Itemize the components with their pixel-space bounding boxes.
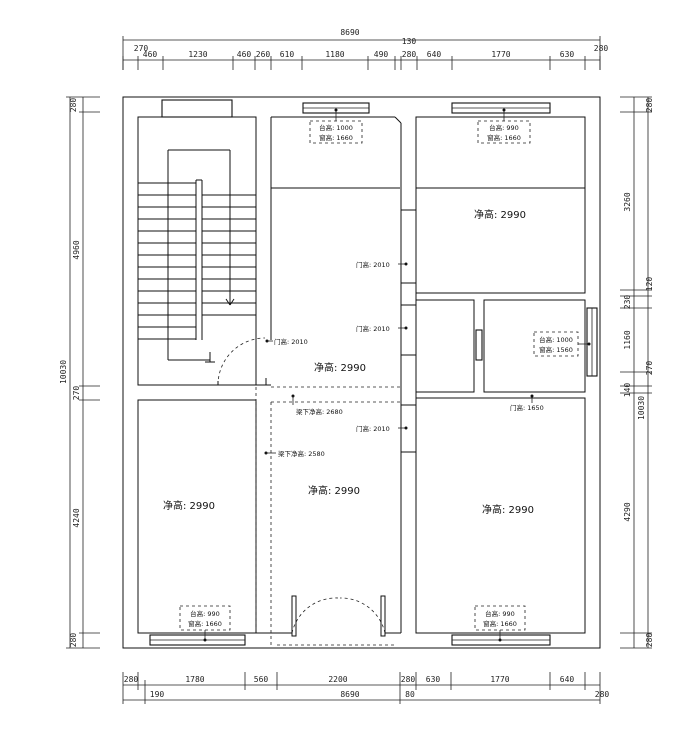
- door-labels: 门高: 2010 门高: 2010 门高: 2010 门高: 2010 门高: …: [265, 260, 544, 433]
- top-total-dim: 8690: [340, 28, 359, 37]
- right-dim: 120: [645, 277, 654, 292]
- top-dim: 610: [280, 50, 295, 59]
- beam-clearance-label: 梁下净高: 2680: [296, 407, 343, 416]
- ceiling-height-label: 净高: 2990: [314, 361, 366, 374]
- right-dim: 280: [645, 98, 654, 113]
- window-tag-3: 台高: 1000 窗高: 1560: [533, 331, 591, 357]
- top-dimensions: 8690 270 460 1230 460 260 610 1180 490 1…: [122, 28, 609, 70]
- bottom-dim: 280: [124, 675, 139, 684]
- bottom-total-dim: 8690: [340, 690, 359, 699]
- top-dim: 1180: [325, 50, 344, 59]
- left-dimensions: 280 4960 10030 270 4240 280: [59, 96, 100, 649]
- right-dim: 1160: [623, 330, 632, 349]
- top-dim: 460: [143, 50, 158, 59]
- top-dim: 640: [427, 50, 442, 59]
- bottom-dim: 1770: [490, 675, 509, 684]
- ceiling-labels: 净高: 2990 净高: 2990 净高: 2990 净高: 2990 净高: …: [163, 208, 534, 516]
- window-tag-5: 台高: 990 窗高: 1660: [474, 605, 526, 642]
- window-height: 窗高: 1660: [319, 133, 353, 142]
- left-dim: 4960: [72, 240, 81, 259]
- window-height: 窗高: 1560: [539, 345, 573, 354]
- beam-clearance-label: 梁下净高: 2580: [278, 449, 325, 458]
- bottom-dim: 280: [401, 675, 416, 684]
- door-height-label: 门高: 2010: [356, 324, 390, 333]
- windows: [149, 99, 598, 646]
- bottom-dim: 80: [405, 690, 415, 699]
- window-sill-height: 台高: 1000: [539, 335, 573, 344]
- bottom-dim: 630: [426, 675, 441, 684]
- right-dim: 140: [623, 383, 632, 398]
- top-dim: 630: [560, 50, 575, 59]
- window-sill-height: 台高: 990: [485, 609, 515, 618]
- ceiling-height-label: 净高: 2990: [482, 503, 534, 516]
- beam-labels: 梁下净高: 2680 梁下净高: 2580: [264, 394, 343, 458]
- left-dim: 10030: [59, 360, 68, 384]
- window-tag-1: 台高: 1000 窗高: 1660: [309, 108, 363, 144]
- right-dim: 280: [645, 633, 654, 648]
- left-dim: 4240: [72, 508, 81, 527]
- ceiling-height-label: 净高: 2990: [474, 208, 526, 221]
- window-height: 窗高: 1660: [188, 619, 222, 628]
- left-dim: 280: [69, 633, 78, 648]
- window-height: 窗高: 1660: [483, 619, 517, 628]
- top-dim: 270: [134, 44, 149, 53]
- window-sill-height: 台高: 990: [190, 609, 220, 618]
- bottom-dim: 1780: [185, 675, 204, 684]
- door-height-label: 门高: 1650: [510, 403, 544, 412]
- bottom-dim: 190: [150, 690, 165, 699]
- door-height-label: 门高: 2010: [356, 424, 390, 433]
- bottom-dim: 2200: [328, 675, 347, 684]
- window-sill-height: 台高: 990: [489, 123, 519, 132]
- right-dim: 4290: [623, 502, 632, 521]
- walls: [122, 96, 601, 649]
- ceiling-height-label: 净高: 2990: [163, 499, 215, 512]
- right-dim: 10030: [637, 396, 646, 420]
- top-dim: 280: [402, 50, 417, 59]
- staircase: [138, 149, 256, 363]
- bottom-dimensions: 280 1780 560 2200 280 630 1770 640 190 8…: [122, 672, 610, 704]
- window-tag-4: 台高: 990 窗高: 1660: [179, 605, 231, 642]
- top-dim: 1770: [491, 50, 510, 59]
- bottom-dim: 640: [560, 675, 575, 684]
- left-dim: 280: [69, 98, 78, 113]
- top-dim: 260: [256, 50, 271, 59]
- bottom-dim: 560: [254, 675, 269, 684]
- door-height-label: 门高: 2010: [274, 337, 308, 346]
- top-dim: 1230: [188, 50, 207, 59]
- window-height: 窗高: 1660: [487, 133, 521, 142]
- left-dim: 270: [72, 386, 81, 401]
- ceiling-height-label: 净高: 2990: [308, 484, 360, 497]
- bottom-dim: 280: [595, 690, 610, 699]
- beam-lines: [255, 386, 401, 646]
- window-sill-height: 台高: 1000: [319, 123, 353, 132]
- right-dim: 230: [623, 295, 632, 310]
- top-dim: 460: [237, 50, 252, 59]
- top-dim: 280: [594, 44, 609, 53]
- right-dimensions: 280 3260 120 230 1160 270 140 10030 4290…: [620, 96, 654, 649]
- top-dim: 130: [402, 37, 417, 46]
- right-dim: 270: [645, 361, 654, 376]
- window-tag-2: 台高: 990 窗高: 1660: [477, 108, 531, 144]
- doors: [217, 337, 386, 637]
- door-height-label: 门高: 2010: [356, 260, 390, 269]
- top-dim: 490: [374, 50, 389, 59]
- right-dim: 3260: [623, 192, 632, 211]
